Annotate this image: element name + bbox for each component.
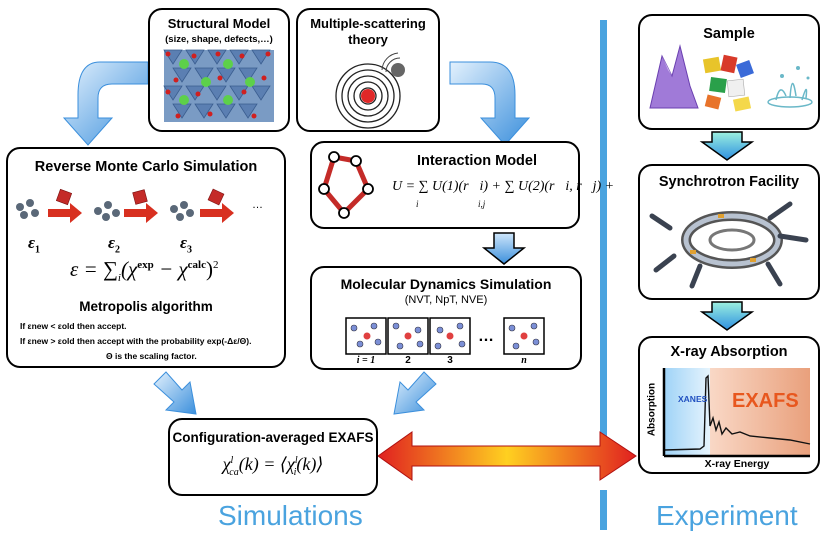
divider-line-bottom <box>600 490 607 530</box>
epsilon-1: ε1 <box>28 233 40 256</box>
interaction-model-box: Interaction Model U = ∑ U(1)(r⃗i) + ∑ U(… <box>310 141 629 229</box>
interaction-network-icon <box>318 151 374 219</box>
absorption-curve <box>663 374 811 451</box>
xray-title: X-ray Absorption <box>670 344 788 360</box>
md-label-2: 2 <box>405 355 411 366</box>
sample-title: Sample <box>703 26 755 42</box>
divider-line <box>600 20 607 460</box>
md-label-3: 3 <box>447 355 453 366</box>
sample-box: Sample <box>638 14 820 130</box>
crystal-icon <box>649 44 699 109</box>
xanes-region <box>664 368 710 456</box>
water-splash-icon <box>767 82 813 108</box>
md-box: Molecular Dynamics Simulation (NVT, NpT,… <box>310 266 582 370</box>
xanes-label: XANES <box>678 394 708 404</box>
xray-ylabel: Absorption <box>646 382 658 437</box>
curved-arrow-left <box>62 61 149 146</box>
exafs-config-box: Configuration-averaged EXAFS χlca(k) = ⟨… <box>168 418 378 496</box>
synchrotron-box: Synchrotron Facility <box>638 164 820 300</box>
epsilon-2: ε2 <box>108 233 120 256</box>
rule-2: If εnew > εold then accept with the prob… <box>20 336 252 346</box>
rmc-configurations-icon <box>16 188 234 223</box>
exafs-label: EXAFS <box>732 390 799 412</box>
interaction-sum-ij: i,j <box>478 199 486 209</box>
rmc-ellipsis: … <box>252 199 263 211</box>
interaction-title: Interaction Model <box>416 153 538 169</box>
arrow-interaction-to-md <box>481 232 527 265</box>
crystal-structure-icon <box>163 49 274 122</box>
xray-xlabel: X-ray Energy <box>704 458 770 470</box>
rmc-box: Reverse Monte Carlo Simulation … ε1 ε2 ε… <box>6 147 286 368</box>
scattering-subtitle: theory <box>348 32 388 47</box>
rmc-equation: ε = ∑i(χexp − χcalc)2 <box>70 257 219 285</box>
xray-spectrum-chart <box>662 368 811 458</box>
structural-model-subtitle: (size, shape, defects,…) <box>165 34 273 45</box>
arrow-rmc-to-exafs <box>153 371 197 415</box>
interaction-sum-i: i <box>416 199 419 209</box>
rmc-title: Reverse Monte Carlo Simulation <box>34 159 258 175</box>
metropolis-title: Metropolis algorithm <box>79 299 213 314</box>
glass-shards-icon <box>702 54 754 112</box>
xray-box: X-ray Absorption XANES EXAFS Absorption … <box>638 336 820 474</box>
synchrotron-ring-icon <box>649 201 809 289</box>
sample-images-icon <box>649 44 813 112</box>
md-ensembles: (NVT, NpT, NVE) <box>404 294 488 306</box>
arrow-md-to-exafs <box>393 371 437 415</box>
rule-1: If εnew < εold then accept. <box>20 321 127 331</box>
md-frames-icon <box>345 317 545 355</box>
double-arrow-simulation-experiment <box>377 431 637 481</box>
md-ellipsis: … <box>478 328 494 345</box>
experiment-label: Experiment <box>656 500 798 531</box>
multiple-scattering-box: Multiple-scattering theory <box>296 8 440 132</box>
structural-model-box: Structural Model (size, shape, defects,…… <box>148 8 290 132</box>
curved-arrow-right <box>449 61 531 146</box>
scattering-waves-icon <box>335 52 405 129</box>
arrow-sample-to-synchrotron <box>699 131 755 161</box>
structural-model-title: Structural Model <box>167 16 271 31</box>
exafs-config-title: Configuration-averaged EXAFS <box>172 430 374 445</box>
epsilon-3: ε3 <box>180 233 192 256</box>
simulations-label: Simulations <box>218 500 363 531</box>
md-label-1: i = 1 <box>356 355 376 366</box>
rule-3: Θ is the scaling factor. <box>106 351 197 361</box>
scattering-title: Multiple-scattering <box>310 16 426 31</box>
arrow-synchrotron-to-xray <box>699 301 755 331</box>
interaction-equation: U = ∑ U(1)(r⃗i) + ∑ U(2)(r⃗i, r⃗j) + ⋯ <box>392 179 629 194</box>
synchrotron-title: Synchrotron Facility <box>658 174 800 190</box>
md-title: Molecular Dynamics Simulation <box>340 276 552 292</box>
md-label-n: n <box>521 355 527 366</box>
exafs-config-equation: χlca(k) = ⟨χli(k)⟩ <box>222 454 324 478</box>
